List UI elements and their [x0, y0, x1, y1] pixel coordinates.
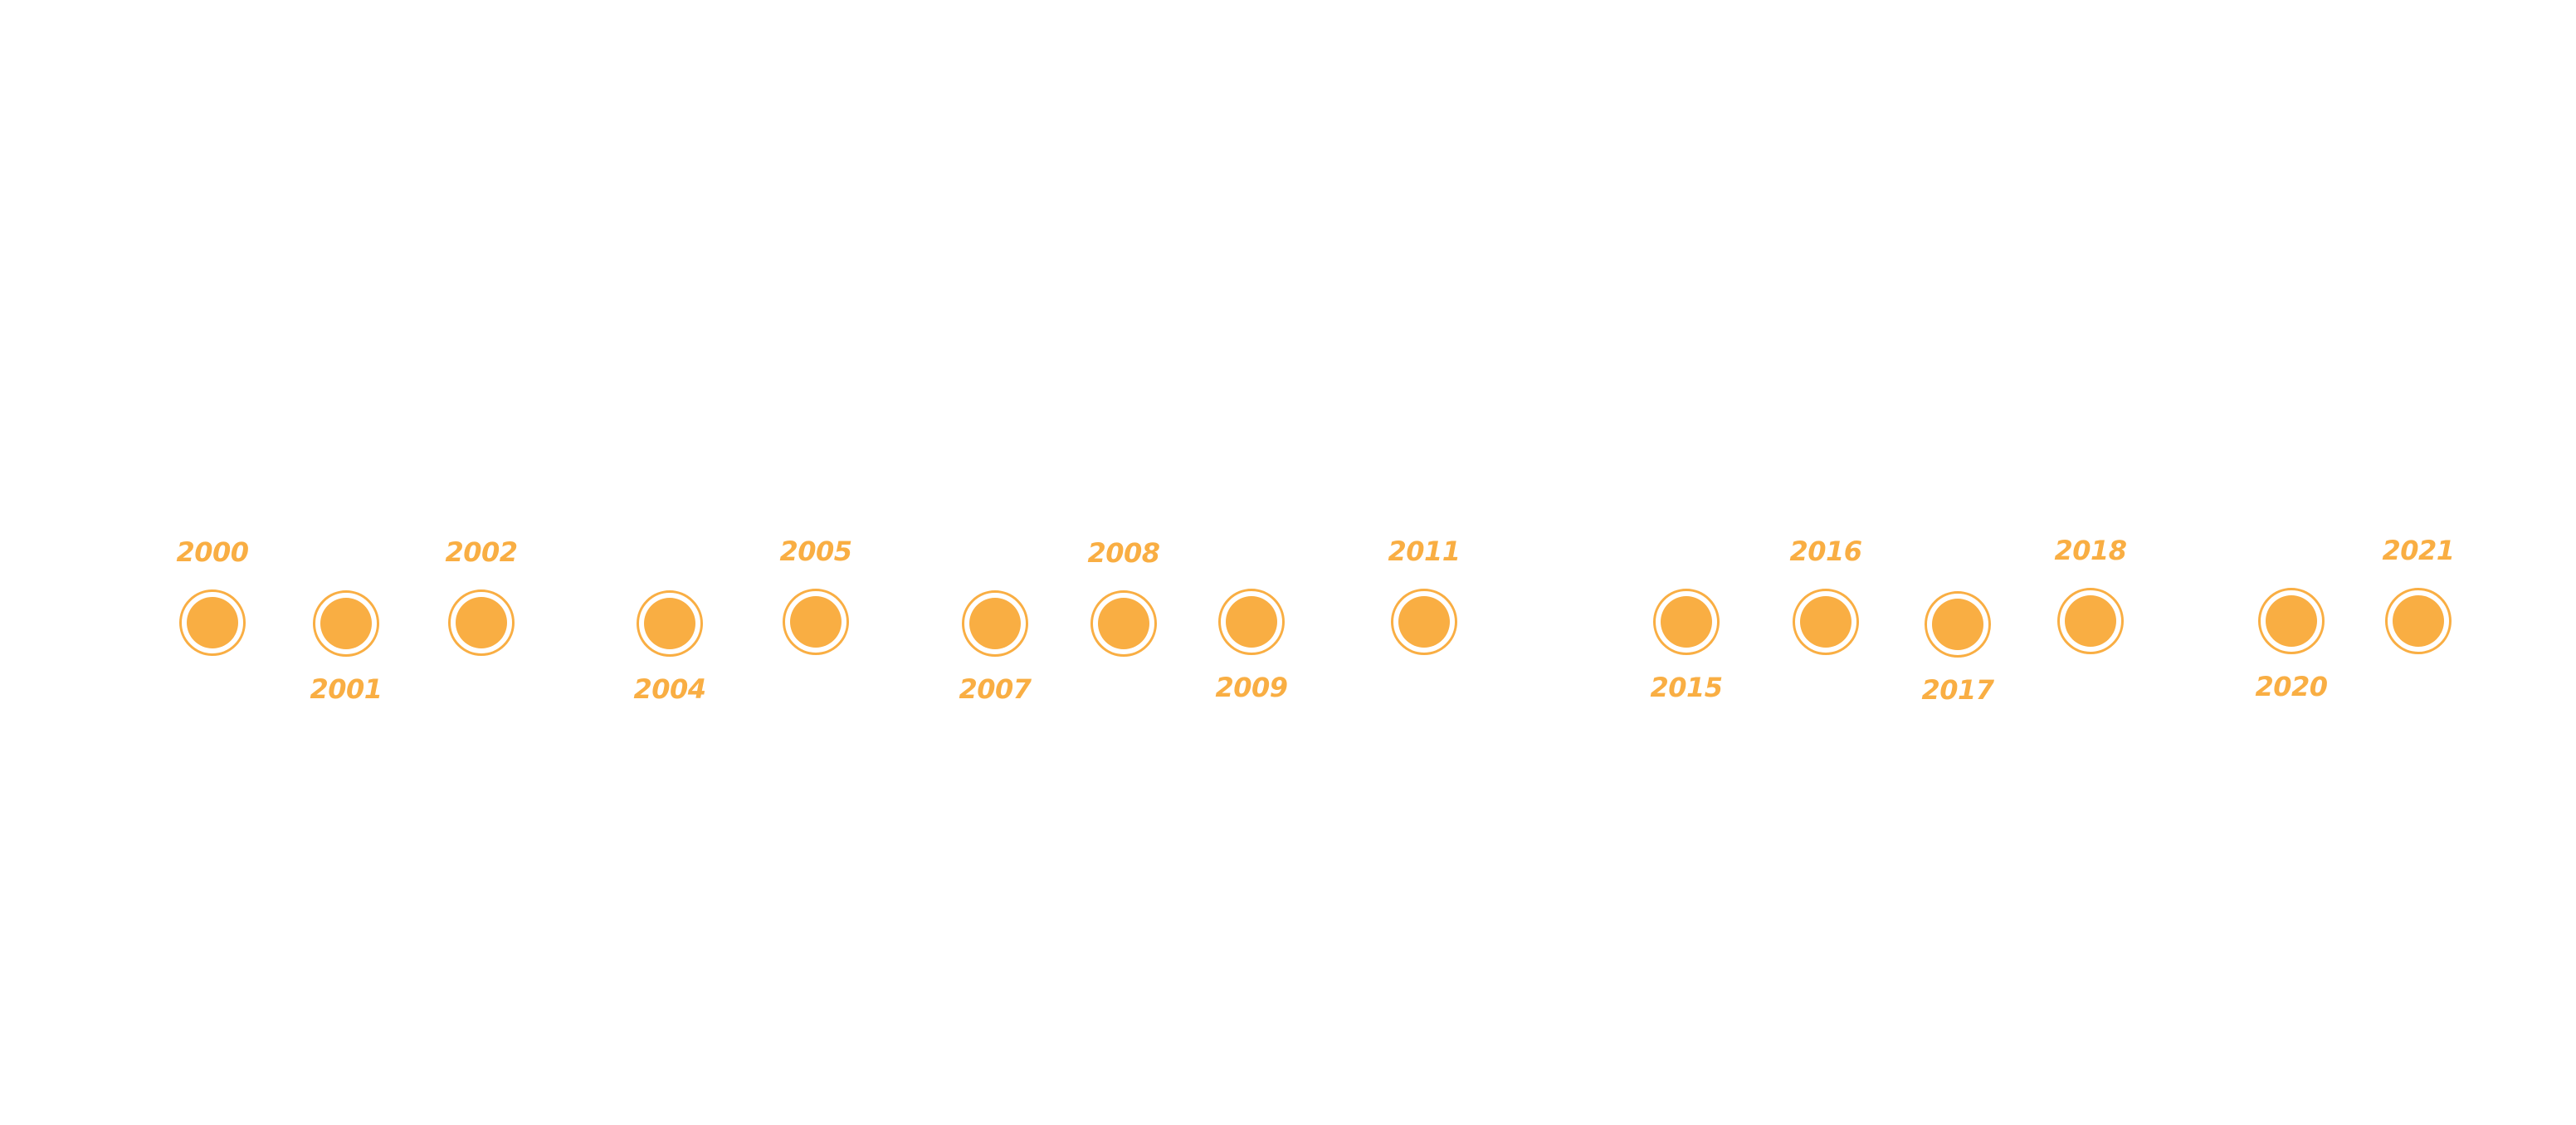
milestone-year-label: 2002 [445, 536, 518, 568]
milestone-dot-fill [2266, 595, 2317, 647]
milestone-dot-icon[interactable] [962, 590, 1028, 657]
milestone-dot-icon[interactable] [1391, 589, 1457, 655]
milestone-year-label: 2001 [310, 673, 383, 705]
milestone-year-label: 2004 [633, 673, 706, 705]
milestone-year-label: 2021 [2382, 535, 2455, 566]
milestone-dot-fill [187, 597, 238, 648]
milestone-dot-fill [320, 598, 372, 649]
milestone-dot-icon[interactable] [2258, 588, 2325, 654]
milestone-dot-fill [644, 598, 695, 649]
milestone-year-label: 2005 [779, 536, 852, 567]
milestone-year-label: 2015 [1650, 672, 1723, 703]
milestone-dot-icon[interactable] [179, 589, 246, 656]
milestone-dot-fill [2393, 595, 2444, 647]
milestone-dot-fill [1661, 596, 1712, 648]
milestone-dot-icon[interactable] [1793, 589, 1859, 655]
milestone-dot-fill [1226, 596, 1277, 648]
milestone-dot-icon[interactable] [313, 590, 379, 657]
milestone-dot-fill [790, 596, 842, 648]
milestone-dot-fill [1800, 596, 1852, 648]
milestone-dot-icon[interactable] [637, 590, 703, 657]
milestone-dot-fill [1932, 599, 1983, 650]
milestone-dot-fill [2065, 595, 2116, 647]
milestone-dot-fill [969, 598, 1021, 649]
milestone-dot-icon[interactable] [1090, 590, 1157, 657]
milestone-dot-icon[interactable] [783, 589, 849, 655]
milestone-year-label: 2020 [2255, 671, 2328, 702]
milestone-dot-icon[interactable] [2057, 588, 2124, 654]
milestone-year-label: 2008 [1087, 537, 1160, 569]
milestone-year-label: 2018 [2054, 535, 2127, 566]
milestone-year-label: 2011 [1388, 536, 1461, 567]
milestone-dot-icon[interactable] [1653, 589, 1720, 655]
milestone-dot-fill [456, 597, 507, 648]
milestone-year-label: 2016 [1789, 536, 1862, 567]
milestone-dot-icon[interactable] [1925, 591, 1991, 658]
milestone-dot-fill [1098, 598, 1149, 649]
milestone-dot-icon[interactable] [448, 589, 515, 656]
milestone-dot-icon[interactable] [2385, 588, 2452, 654]
milestone-dot-icon[interactable] [1218, 589, 1285, 655]
milestone-year-label: 2000 [176, 536, 249, 568]
milestone-year-label: 2009 [1215, 672, 1288, 703]
milestone-year-label: 2007 [959, 673, 1032, 705]
milestone-dot-fill [1398, 596, 1450, 648]
milestone-year-label: 2017 [1921, 674, 1994, 706]
